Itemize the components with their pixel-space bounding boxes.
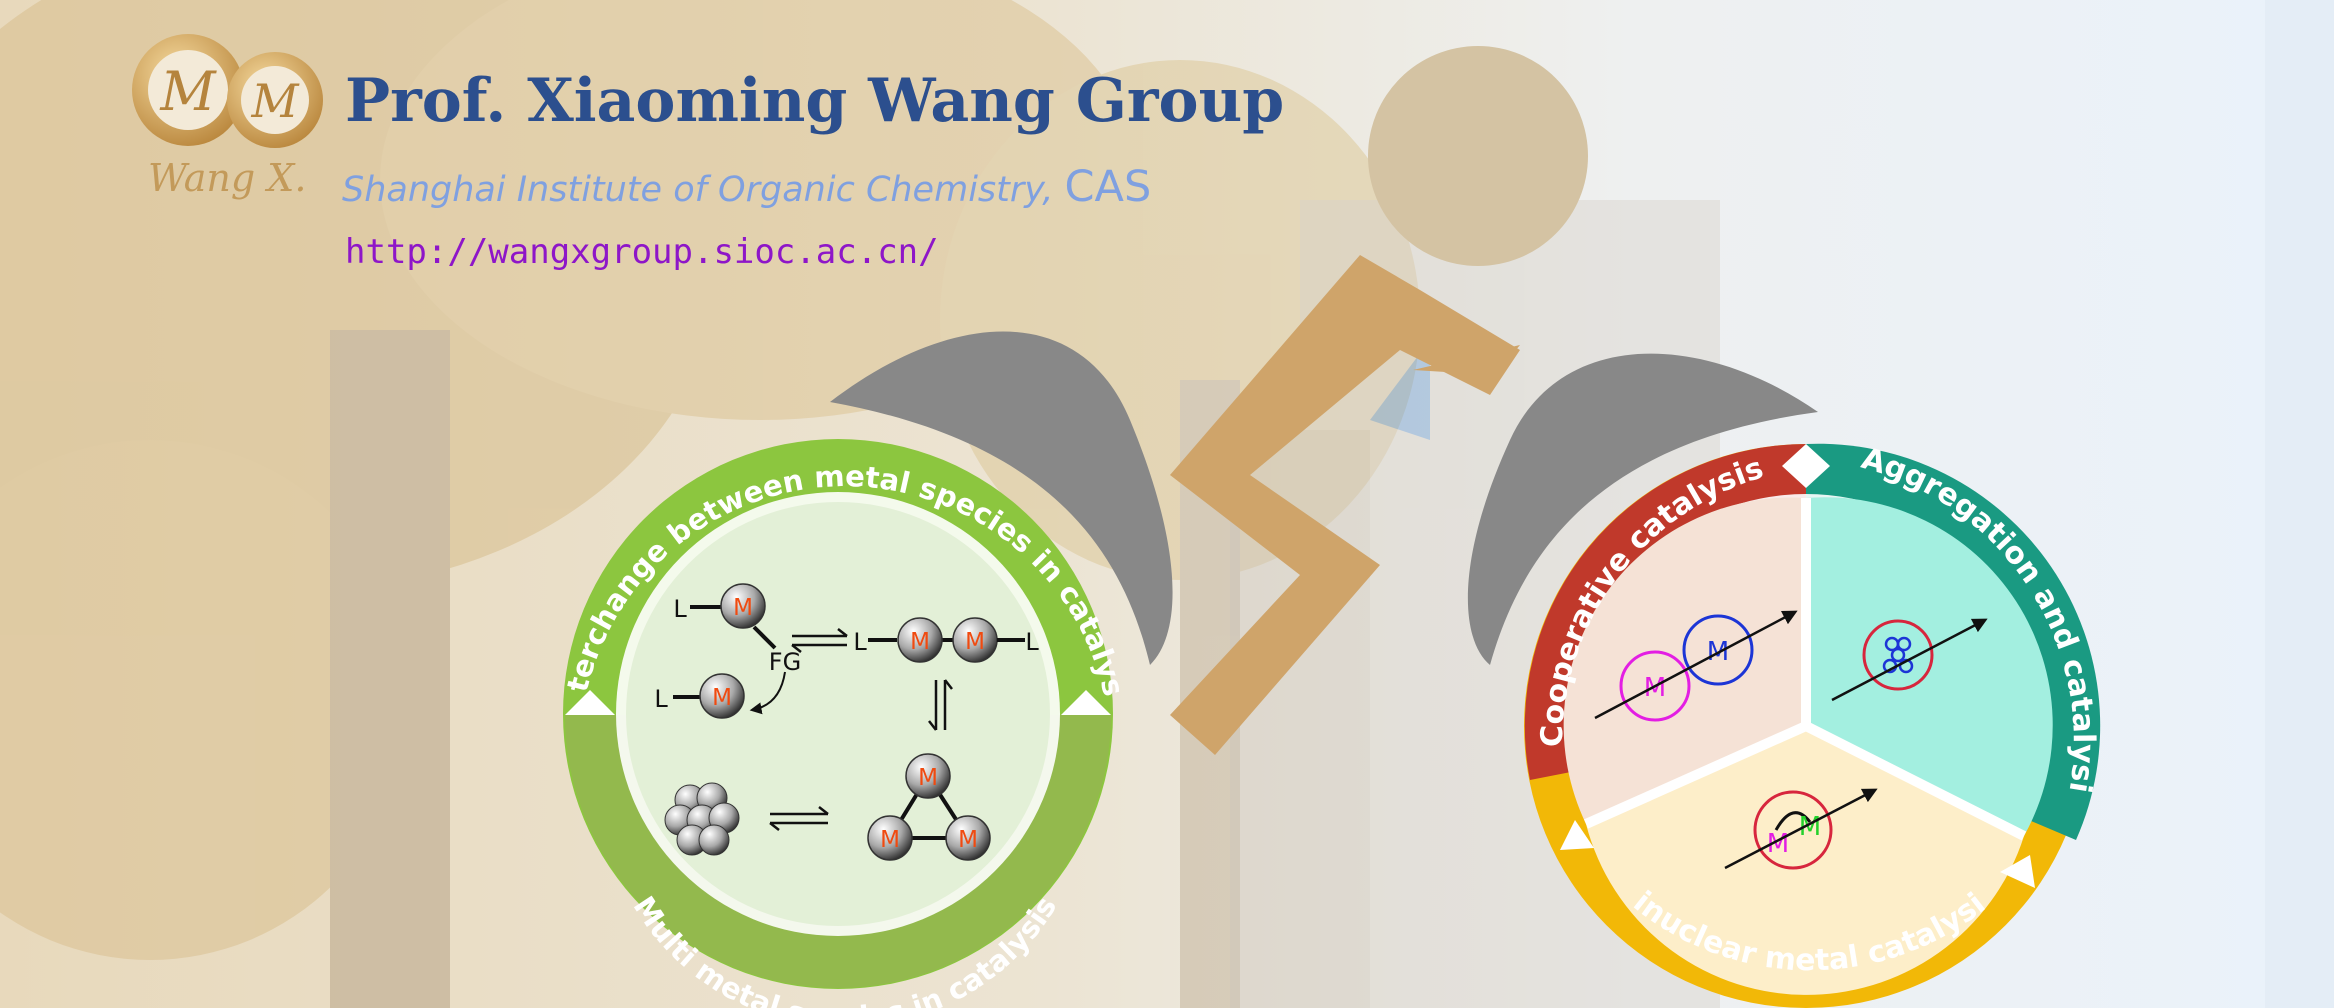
rider-head — [1368, 46, 1588, 266]
institute-subtitle: Shanghai Institute of Organic Chemistry,… — [342, 162, 1151, 212]
cas-label: CAS — [1064, 162, 1152, 212]
ligand-label: L — [853, 628, 867, 656]
metal-label: M — [1644, 673, 1666, 703]
equilibrium-arrow-right — [791, 628, 848, 653]
right-fender — [1467, 353, 1818, 665]
page-title: Prof. Xiaoming Wang Group — [345, 66, 1285, 136]
group-logo: M M — [132, 34, 323, 148]
binuclear-sector — [1586, 726, 2024, 995]
group-website-link[interactable]: http://wangxgroup.sioc.ac.cn/ — [345, 232, 939, 272]
rider-body — [1170, 255, 1520, 755]
aggregation-scheme — [1831, 618, 1988, 702]
metal-label: M — [880, 827, 900, 853]
ligand-label: L — [673, 595, 687, 623]
metal-label: M — [965, 629, 985, 655]
rider-figure — [830, 46, 1818, 755]
metal-label: M — [712, 685, 732, 711]
metal-label: M — [958, 827, 978, 853]
ligand-metal-fg-scheme: L M FG L M — [654, 583, 801, 719]
binuclear-scheme: M M — [1724, 788, 1878, 870]
equilibrium-arrow-left — [769, 806, 829, 831]
institute-name: Shanghai Institute of Organic Chemistry, — [342, 170, 1065, 210]
dimetal-scheme: L M M L — [853, 617, 1039, 663]
left-fender — [830, 331, 1173, 665]
metal-label: M — [733, 595, 753, 621]
metal-label: M — [918, 765, 938, 791]
logo-signature: Wang X. — [148, 156, 307, 200]
cooperative-scheme: M M — [1594, 610, 1798, 722]
logo-letter-large: M — [159, 60, 217, 123]
metal-label: M — [910, 629, 930, 655]
logo-letter-small: M — [250, 74, 300, 128]
equilibrium-arrow-down — [928, 679, 953, 731]
metal-nanocluster — [664, 782, 740, 856]
ligand-label: L — [1025, 628, 1039, 656]
trimetal-cluster: M M M — [867, 753, 991, 861]
ligand-label: L — [654, 685, 668, 713]
right-edge-panel — [2265, 0, 2334, 1008]
functional-group-label: FG — [769, 648, 801, 676]
